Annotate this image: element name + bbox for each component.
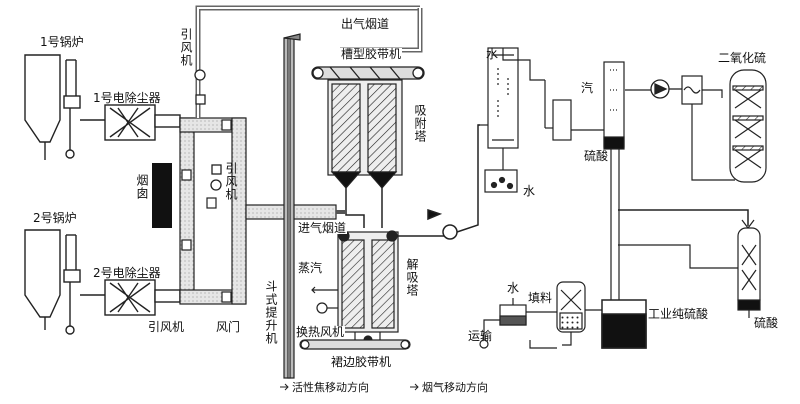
absorption-column-1 [478, 47, 546, 193]
trough-conveyor-shape [311, 66, 425, 80]
water-top-label: 水 [486, 47, 499, 61]
legend-arrows [280, 383, 419, 391]
acid-tank [601, 299, 647, 349]
small-vessel [545, 99, 605, 141]
trough-conveyor-label: 槽型胶带机 [340, 47, 403, 61]
induced-fan-label-top: 引风机 [179, 28, 193, 67]
main-line-right [618, 209, 749, 226]
precipitator-1 [80, 104, 181, 141]
precipitator-2 [80, 279, 181, 316]
boiler-1-label: 1号锅炉 [40, 35, 84, 49]
water-mid-label: 水 [523, 184, 536, 198]
adsorption-tower-label: 吸附塔 [413, 104, 427, 143]
packing-vessel [526, 281, 602, 349]
outlet-flue-label: 出气烟道 [340, 17, 391, 31]
blower [650, 79, 684, 99]
sulfuric-acid-mid-label: 硫酸 [584, 149, 609, 163]
flue-ducts-left [179, 117, 337, 305]
heat-exchange-fan-label: 换热风机 [295, 325, 346, 339]
transport-label: 运输 [468, 329, 493, 343]
sulfur-dioxide-label: 二氧化硫 [718, 51, 767, 65]
boiler-2 [24, 229, 81, 335]
fan-top [194, 5, 420, 191]
induced-fan-label-bottom: 引风机 [148, 320, 185, 334]
boiler-2-label: 2号锅炉 [33, 211, 77, 225]
bucket-elevator-label: 斗式提升机 [264, 280, 278, 345]
precipitator-1-label: 1号电除尘器 [93, 91, 161, 105]
bucket-elevator [283, 33, 301, 379]
legend-flue-direction: 烟气移动方向 [422, 381, 488, 394]
so2-converter [729, 69, 767, 183]
gas-line-right [398, 124, 480, 240]
tall-column [603, 61, 652, 305]
heat-exchanger [681, 75, 735, 181]
packing-label: 填料 [528, 291, 553, 305]
sulfuric-acid-right-label: 硫酸 [754, 316, 779, 330]
skirt-conveyor-shape [299, 339, 411, 350]
chimney-label: 烟囱 [135, 174, 149, 200]
damper-label: 风门 [216, 320, 241, 334]
water-vessel [479, 298, 527, 349]
legend-coke-direction: 活性焦移动方向 [292, 381, 369, 394]
inlet-flue-label: 进气烟道 [297, 221, 348, 235]
steam-label-left: 蒸汽 [298, 261, 323, 275]
skirt-conveyor-label: 裙边胶带机 [330, 355, 393, 369]
right-absorber [737, 227, 761, 318]
desorption-tower-label: 解吸塔 [405, 258, 419, 297]
adsorption-tower-shape [327, 79, 403, 189]
chimney-shape [152, 163, 172, 228]
steam-right-label: 汽 [581, 81, 594, 95]
boiler-1 [24, 54, 81, 160]
induced-fan-label-mid: 引风机 [224, 162, 238, 201]
precipitator-2-label: 2号电除尘器 [93, 266, 161, 280]
industrial-acid-label: 工业纯硫酸 [648, 307, 709, 321]
water-bottom-label: 水 [507, 281, 520, 295]
